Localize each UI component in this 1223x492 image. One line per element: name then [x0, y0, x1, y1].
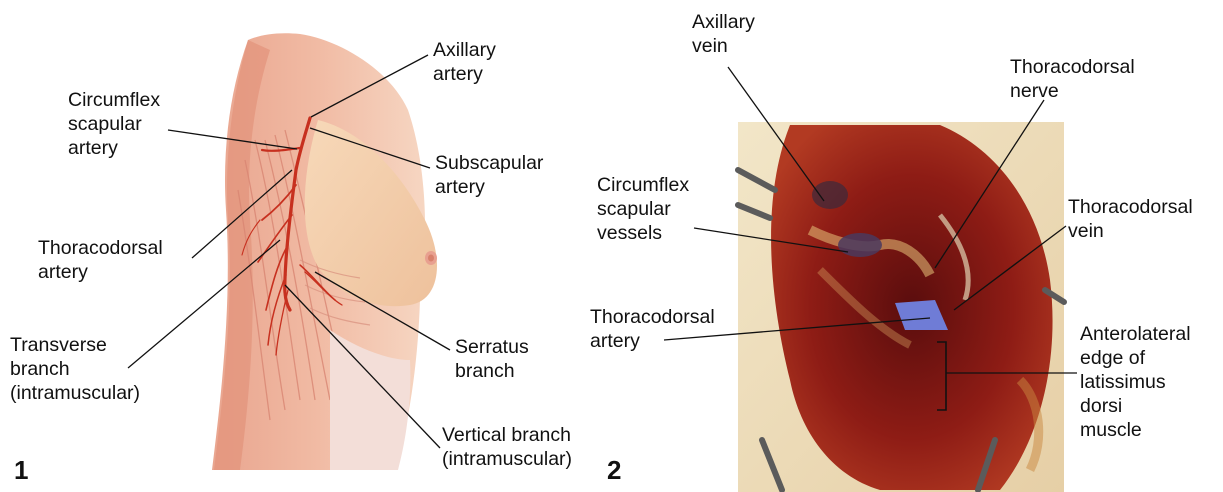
- label-circumflex-scapular-artery: Circumflex scapular artery: [68, 88, 160, 160]
- label-axillary-vein: Axillary vein: [692, 10, 755, 58]
- panel-number-2: 2: [607, 455, 621, 486]
- label-thoracodorsal-artery-2: Thoracodorsal artery: [590, 305, 715, 353]
- label-subscapular-artery: Subscapular artery: [435, 151, 543, 199]
- label-thoracodorsal-nerve: Thoracodorsal nerve: [1010, 55, 1135, 103]
- surgical-photo: [738, 122, 1064, 492]
- torso-illustration: [212, 33, 437, 470]
- label-thoracodorsal-vein: Thoracodorsal vein: [1068, 195, 1193, 243]
- label-anterolateral-edge: Anterolateral edge of latissimus dorsi m…: [1080, 322, 1191, 442]
- label-axillary-artery: Axillary artery: [433, 38, 496, 86]
- label-transverse-branch: Transverse branch (intramuscular): [10, 333, 140, 405]
- panel-number-1: 1: [14, 455, 28, 486]
- label-circumflex-scapular-vessels: Circumflex scapular vessels: [597, 173, 689, 245]
- label-vertical-branch: Vertical branch (intramuscular): [442, 423, 572, 471]
- label-serratus-branch: Serratus branch: [455, 335, 529, 383]
- label-thoracodorsal-artery-1: Thoracodorsal artery: [38, 236, 163, 284]
